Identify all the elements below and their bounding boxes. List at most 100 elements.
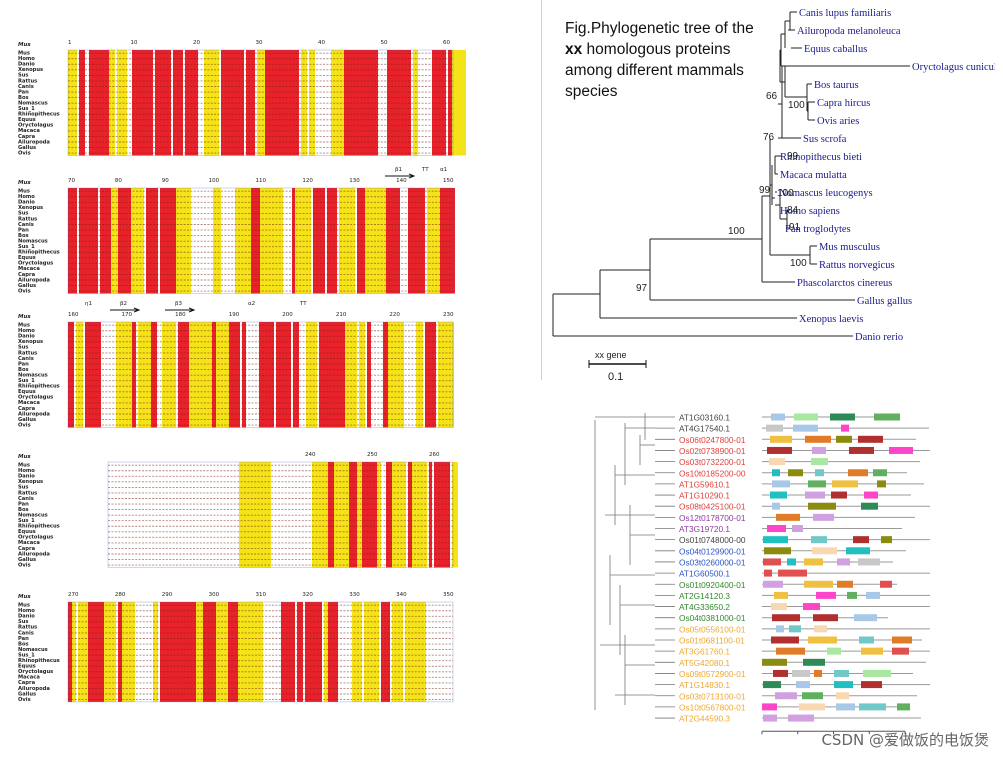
bootstrap-value: 84 bbox=[787, 205, 799, 216]
species-label: Xenopus bbox=[18, 339, 43, 345]
conserved-column bbox=[68, 322, 74, 428]
position-tick: 220 bbox=[389, 312, 400, 318]
position-tick: 250 bbox=[367, 452, 378, 458]
protein-domain bbox=[808, 502, 836, 510]
block-header-label: Mus bbox=[18, 180, 31, 186]
species-label: Bos bbox=[18, 641, 29, 647]
conserved-column bbox=[117, 50, 127, 156]
protein-domain bbox=[832, 480, 858, 488]
conserved-column bbox=[153, 602, 158, 702]
species-label: Equus bbox=[18, 255, 36, 261]
protein-domain bbox=[811, 458, 828, 466]
species-label: Nomascus bbox=[18, 238, 48, 244]
species-label: Rhinopithecus bbox=[18, 524, 60, 530]
species-label: Bos bbox=[18, 367, 29, 373]
protein-domain bbox=[769, 458, 785, 466]
protein-domain bbox=[771, 603, 787, 611]
conserved-column bbox=[452, 462, 458, 568]
alignment-frame bbox=[67, 601, 454, 703]
conserved-column bbox=[377, 462, 381, 568]
protein-domain bbox=[812, 547, 837, 555]
species-label: Sus bbox=[18, 211, 29, 217]
gene-id-label: AT1G10290.1 bbox=[679, 491, 730, 501]
bootstrap-value: 100 bbox=[790, 258, 807, 269]
species-label: Nomascus bbox=[18, 100, 48, 106]
species-label: Homo bbox=[18, 328, 35, 334]
species-label: Ovis bbox=[18, 150, 31, 156]
protein-domain bbox=[853, 536, 869, 544]
species-label: Pan bbox=[18, 501, 29, 507]
conserved-column bbox=[176, 188, 191, 294]
conserved-column bbox=[352, 602, 362, 702]
bootstrap-value: 100 bbox=[777, 188, 794, 199]
species-label: Nomascus bbox=[18, 647, 48, 653]
conserved-column bbox=[72, 602, 76, 702]
caption-suffix: homologous proteins among different mamm… bbox=[565, 41, 744, 100]
protein-domain bbox=[881, 536, 892, 544]
protein-domain bbox=[846, 547, 870, 555]
protein-domain bbox=[814, 669, 822, 677]
protein-domain bbox=[873, 469, 887, 477]
position-tick: 280 bbox=[115, 592, 126, 598]
species-label: Rattus bbox=[18, 625, 37, 631]
protein-domain bbox=[763, 580, 783, 588]
protein-domain bbox=[880, 580, 892, 588]
species-label: Ovis bbox=[18, 288, 31, 294]
species-label: Macaca bbox=[18, 540, 40, 546]
protein-domain bbox=[861, 647, 883, 655]
position-tick: 60 bbox=[443, 40, 450, 46]
conserved-column bbox=[88, 602, 104, 702]
protein-domain bbox=[858, 435, 883, 443]
conserved-column bbox=[246, 50, 255, 156]
gene-id-label: AT2G14120.3 bbox=[679, 591, 730, 601]
position-tick: 30 bbox=[256, 40, 263, 46]
species-label: Canis bbox=[18, 84, 34, 90]
panel-divider bbox=[541, 0, 542, 380]
conserved-column bbox=[347, 50, 353, 156]
position-tick: 180 bbox=[175, 312, 186, 318]
tree-leaf-label: Oryctolagus cuniculus bbox=[912, 62, 995, 73]
position-tick: 10 bbox=[131, 40, 138, 46]
secondary-structure-label: α1 bbox=[440, 167, 447, 173]
tree-leaf-label: Rhinopithecus bieti bbox=[780, 152, 862, 163]
conserved-column bbox=[196, 602, 203, 702]
species-label: Danio bbox=[18, 474, 35, 480]
protein-domain bbox=[854, 614, 877, 622]
position-tick: 100 bbox=[209, 178, 220, 184]
protein-domain bbox=[763, 681, 781, 689]
protein-domain bbox=[892, 636, 912, 644]
species-label: Capra bbox=[18, 546, 36, 552]
watermark: CSDN @爱做饭的电饭煲 bbox=[821, 731, 989, 749]
protein-domain bbox=[762, 658, 787, 666]
tree-leaf-label: Macaca mulatta bbox=[780, 170, 847, 181]
protein-domain bbox=[767, 446, 792, 454]
protein-domain bbox=[763, 536, 788, 544]
conserved-column bbox=[228, 602, 238, 702]
position-tick: 160 bbox=[68, 312, 79, 318]
position-tick: 150 bbox=[443, 178, 454, 184]
conserved-column bbox=[189, 322, 205, 428]
position-tick: 310 bbox=[256, 592, 267, 598]
protein-domain bbox=[763, 714, 777, 722]
alignment-frame bbox=[67, 321, 454, 428]
bootstrap-value: 91 bbox=[789, 222, 801, 233]
species-label: Ailuropoda bbox=[18, 139, 50, 145]
position-tick: 50 bbox=[381, 40, 388, 46]
species-label: Homo bbox=[18, 468, 35, 474]
conserved-column bbox=[344, 50, 347, 156]
species-label: Capra bbox=[18, 272, 36, 278]
species-label: Nomascus bbox=[18, 512, 48, 518]
conserved-column bbox=[162, 322, 176, 428]
protein-domain bbox=[794, 413, 818, 421]
protein-domain bbox=[804, 580, 833, 588]
secondary-structure-label: β1 bbox=[395, 167, 402, 173]
conserved-column bbox=[76, 322, 80, 428]
species-label: Pan bbox=[18, 361, 29, 367]
species-label: Rhinopithecus bbox=[18, 384, 60, 390]
protein-domain bbox=[793, 424, 818, 432]
position-tick: 200 bbox=[282, 312, 293, 318]
species-label: Mus bbox=[18, 603, 30, 609]
